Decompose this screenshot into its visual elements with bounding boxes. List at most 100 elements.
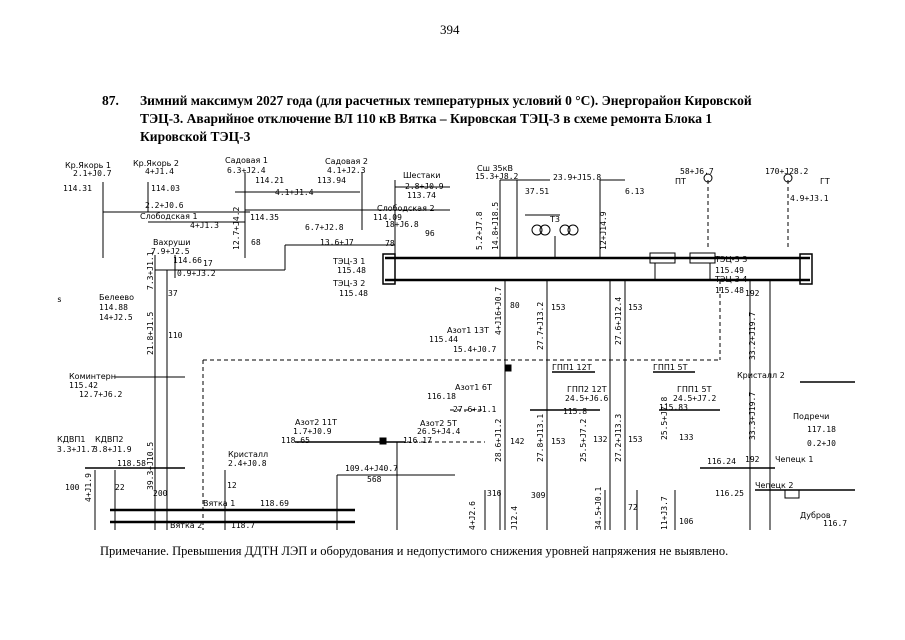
podrech-name: Подречи <box>793 412 829 421</box>
vyatka1-voltage: 118.69 <box>260 499 289 508</box>
vekhrushi-flow: 7.9+J2.5 <box>151 247 190 256</box>
tec3-2-voltage: 115.48 <box>339 289 368 298</box>
sadovaya2-name: Садовая 2 <box>325 157 368 166</box>
loading-106: 106 <box>679 517 694 526</box>
n23-voltage: 6.13 <box>625 187 644 196</box>
flow-0-9: 0.9+J3.2 <box>177 269 216 278</box>
sadovaya1-voltage: 114.21 <box>255 176 284 185</box>
vflow-34-5: 34.5+J0.1 <box>594 486 603 530</box>
vflow-14-8: 14.8+J18.5 <box>491 202 500 250</box>
loading-37: 37 <box>168 289 178 298</box>
kr-yakor1-name: Кр.Якорь 1 <box>65 161 111 170</box>
gpp1-5t-name: ГПП1 5Т <box>653 363 688 372</box>
kdvp1-flow: 3.3+J1.7 <box>57 445 96 454</box>
loading-192b: 192 <box>745 455 760 464</box>
loading-22: 22 <box>115 483 125 492</box>
gpp2-12t-name: ГПП2 12Т <box>567 385 607 394</box>
vflow-25-5: 25.5+J7.2 <box>579 418 588 462</box>
gt-flow2: 4.9+J3.1 <box>790 194 829 203</box>
vflow-4-1: 4+J1.9 <box>84 473 93 502</box>
edge-letter-s: s <box>57 295 62 304</box>
gpp1-5t-b-voltage: 115.83 <box>659 403 688 412</box>
loading-96: 96 <box>425 229 435 238</box>
gpp1-5t-b-flow: 24.5+J7.2 <box>673 394 717 403</box>
kdvp2-voltage: 118.58 <box>117 459 146 468</box>
flow-6-7: 6.7+J2.8 <box>305 223 344 232</box>
kr-yakor1-flow: 2.1+J0.7 <box>73 169 112 178</box>
loading-192: 192 <box>745 289 760 298</box>
flow-2-2: 2.2+J0.6 <box>145 201 184 210</box>
azot2-11t-voltage: 118.65 <box>281 436 310 445</box>
tec3-2-name: ТЭЦ-3 2 <box>332 279 365 288</box>
azot13t-voltage: 115.44 <box>429 335 458 344</box>
vertical-flow-labels: 12.7+J4.2 5.2+J7.8 14.8+J18.5 12+J14.9 7… <box>84 202 757 530</box>
vflow-33-2: 33.2+J19.7 <box>748 312 757 360</box>
vyatka2-name: Вятка 2 <box>170 521 202 530</box>
slob1-flow: 4+J1.3 <box>190 221 219 230</box>
tec3-3-name: ТЭЦ-3 3 <box>714 255 747 264</box>
network-diagram: Кр.Якорь 1 2.1+J0.7 114.31 Кр.Якорь 2 4+… <box>55 150 855 530</box>
podrech-voltage: 117.18 <box>807 425 836 434</box>
gpp2-12t-flow: 24.5+J6.6 <box>565 394 609 403</box>
azot13t-name: Азот1 13Т <box>447 326 489 335</box>
belevo-voltage: 114.88 <box>99 303 128 312</box>
section-number: 87. <box>102 93 119 108</box>
chepets1-voltage: 116.24 <box>707 457 736 466</box>
azot13t-flow: 15.4+J0.7 <box>453 345 497 354</box>
vflow-27-6: 27.6+J12.4 <box>614 297 623 345</box>
vyatka1-name: Вятка 1 <box>203 499 235 508</box>
kominter-name: Коминтерн <box>69 372 116 381</box>
kr-yakor2-flow: 4+J1.4 <box>145 167 174 176</box>
vflow-5-2: 5.2+J7.8 <box>475 211 484 250</box>
slob1-name: Слободская 1 <box>140 212 198 221</box>
page-number: 394 <box>440 22 460 37</box>
kristall-flow: 2.4+J0.8 <box>228 459 267 468</box>
dubrov-name: Дубров <box>800 511 831 520</box>
wires <box>85 172 855 530</box>
vflow-25-5b: 25.5+J7.8 <box>660 396 669 440</box>
vflow-33-3: 33.3+J19.7 <box>748 392 757 440</box>
gpp1-12t-name: ГПП1 12Т <box>552 363 592 372</box>
tec3-3-voltage: 115.49 <box>715 266 744 275</box>
labels: Кр.Якорь 1 2.1+J0.7 114.31 Кр.Якорь 2 4+… <box>57 156 847 530</box>
gpp1-5t-b-name: ГПП1 5Т <box>677 385 712 394</box>
loading-110: 110 <box>168 331 183 340</box>
kominter-voltage: 115.42 <box>69 381 98 390</box>
loading-80: 80 <box>510 301 520 310</box>
sadovaya1-flow: 6.3+J2.4 <box>227 166 266 175</box>
vflow-28-6: 28.6+J1.2 <box>494 418 503 462</box>
pt-name: ПТ <box>675 177 686 186</box>
kr-yakor2-voltage: 114.03 <box>151 184 180 193</box>
gt-flow: 170+J28.2 <box>765 167 809 176</box>
loading-153d: 153 <box>628 435 643 444</box>
vekhrushi-voltage: 114.66 <box>173 256 202 265</box>
ssh35-voltage: 37.51 <box>525 187 549 196</box>
kristall2-name: Кристалл 2 <box>737 371 785 380</box>
loading-568: 568 <box>367 475 382 484</box>
kr-yakor2-name: Кр.Якорь 2 <box>133 159 179 168</box>
flow-109: 109.4+J40.7 <box>345 464 398 473</box>
section-heading: 87. Зимний максимум 2027 года (для расче… <box>102 92 862 146</box>
azot1-6t-name: Азот1 6Т <box>455 383 492 392</box>
tec3-4-voltage: 115.48 <box>715 286 744 295</box>
azot2-11t-name: Азот2 11Т <box>295 418 337 427</box>
heading-line-3: Кировской ТЭЦ-3 <box>140 129 251 144</box>
tec3-1-voltage: 115.48 <box>337 266 366 275</box>
shestaki-flow: 2.8+J0.9 <box>405 182 444 191</box>
loading-200: 200 <box>153 489 168 498</box>
vyatka2-voltage: 118.7 <box>231 521 255 530</box>
heading-line-2: ТЭЦ-3. Аварийное отключение ВЛ 110 кВ Вя… <box>140 111 713 126</box>
pt-flow: 58+J6.7 <box>680 167 714 176</box>
loading-153: 153 <box>551 303 566 312</box>
loading-142: 142 <box>510 437 525 446</box>
vekhrushi-name: Вахруши <box>153 238 190 247</box>
azot2-11t-flow: 1.7+J0.9 <box>293 427 332 436</box>
vflow-7-3: 7.3+J1.1 <box>146 251 155 290</box>
podrech-flow: 0.2+J0 <box>807 439 836 448</box>
n23-flow: 23.9+J15.8 <box>553 173 601 182</box>
vflow-12-14: 12+J14.9 <box>599 211 608 250</box>
vflow-12-7: 12.7+J4.2 <box>232 206 241 250</box>
azot1-6t-voltage: 116.18 <box>427 392 456 401</box>
ssh35-flow: 15.3+J8.2 <box>475 172 519 181</box>
kristall-name: Кристалл <box>228 450 268 459</box>
